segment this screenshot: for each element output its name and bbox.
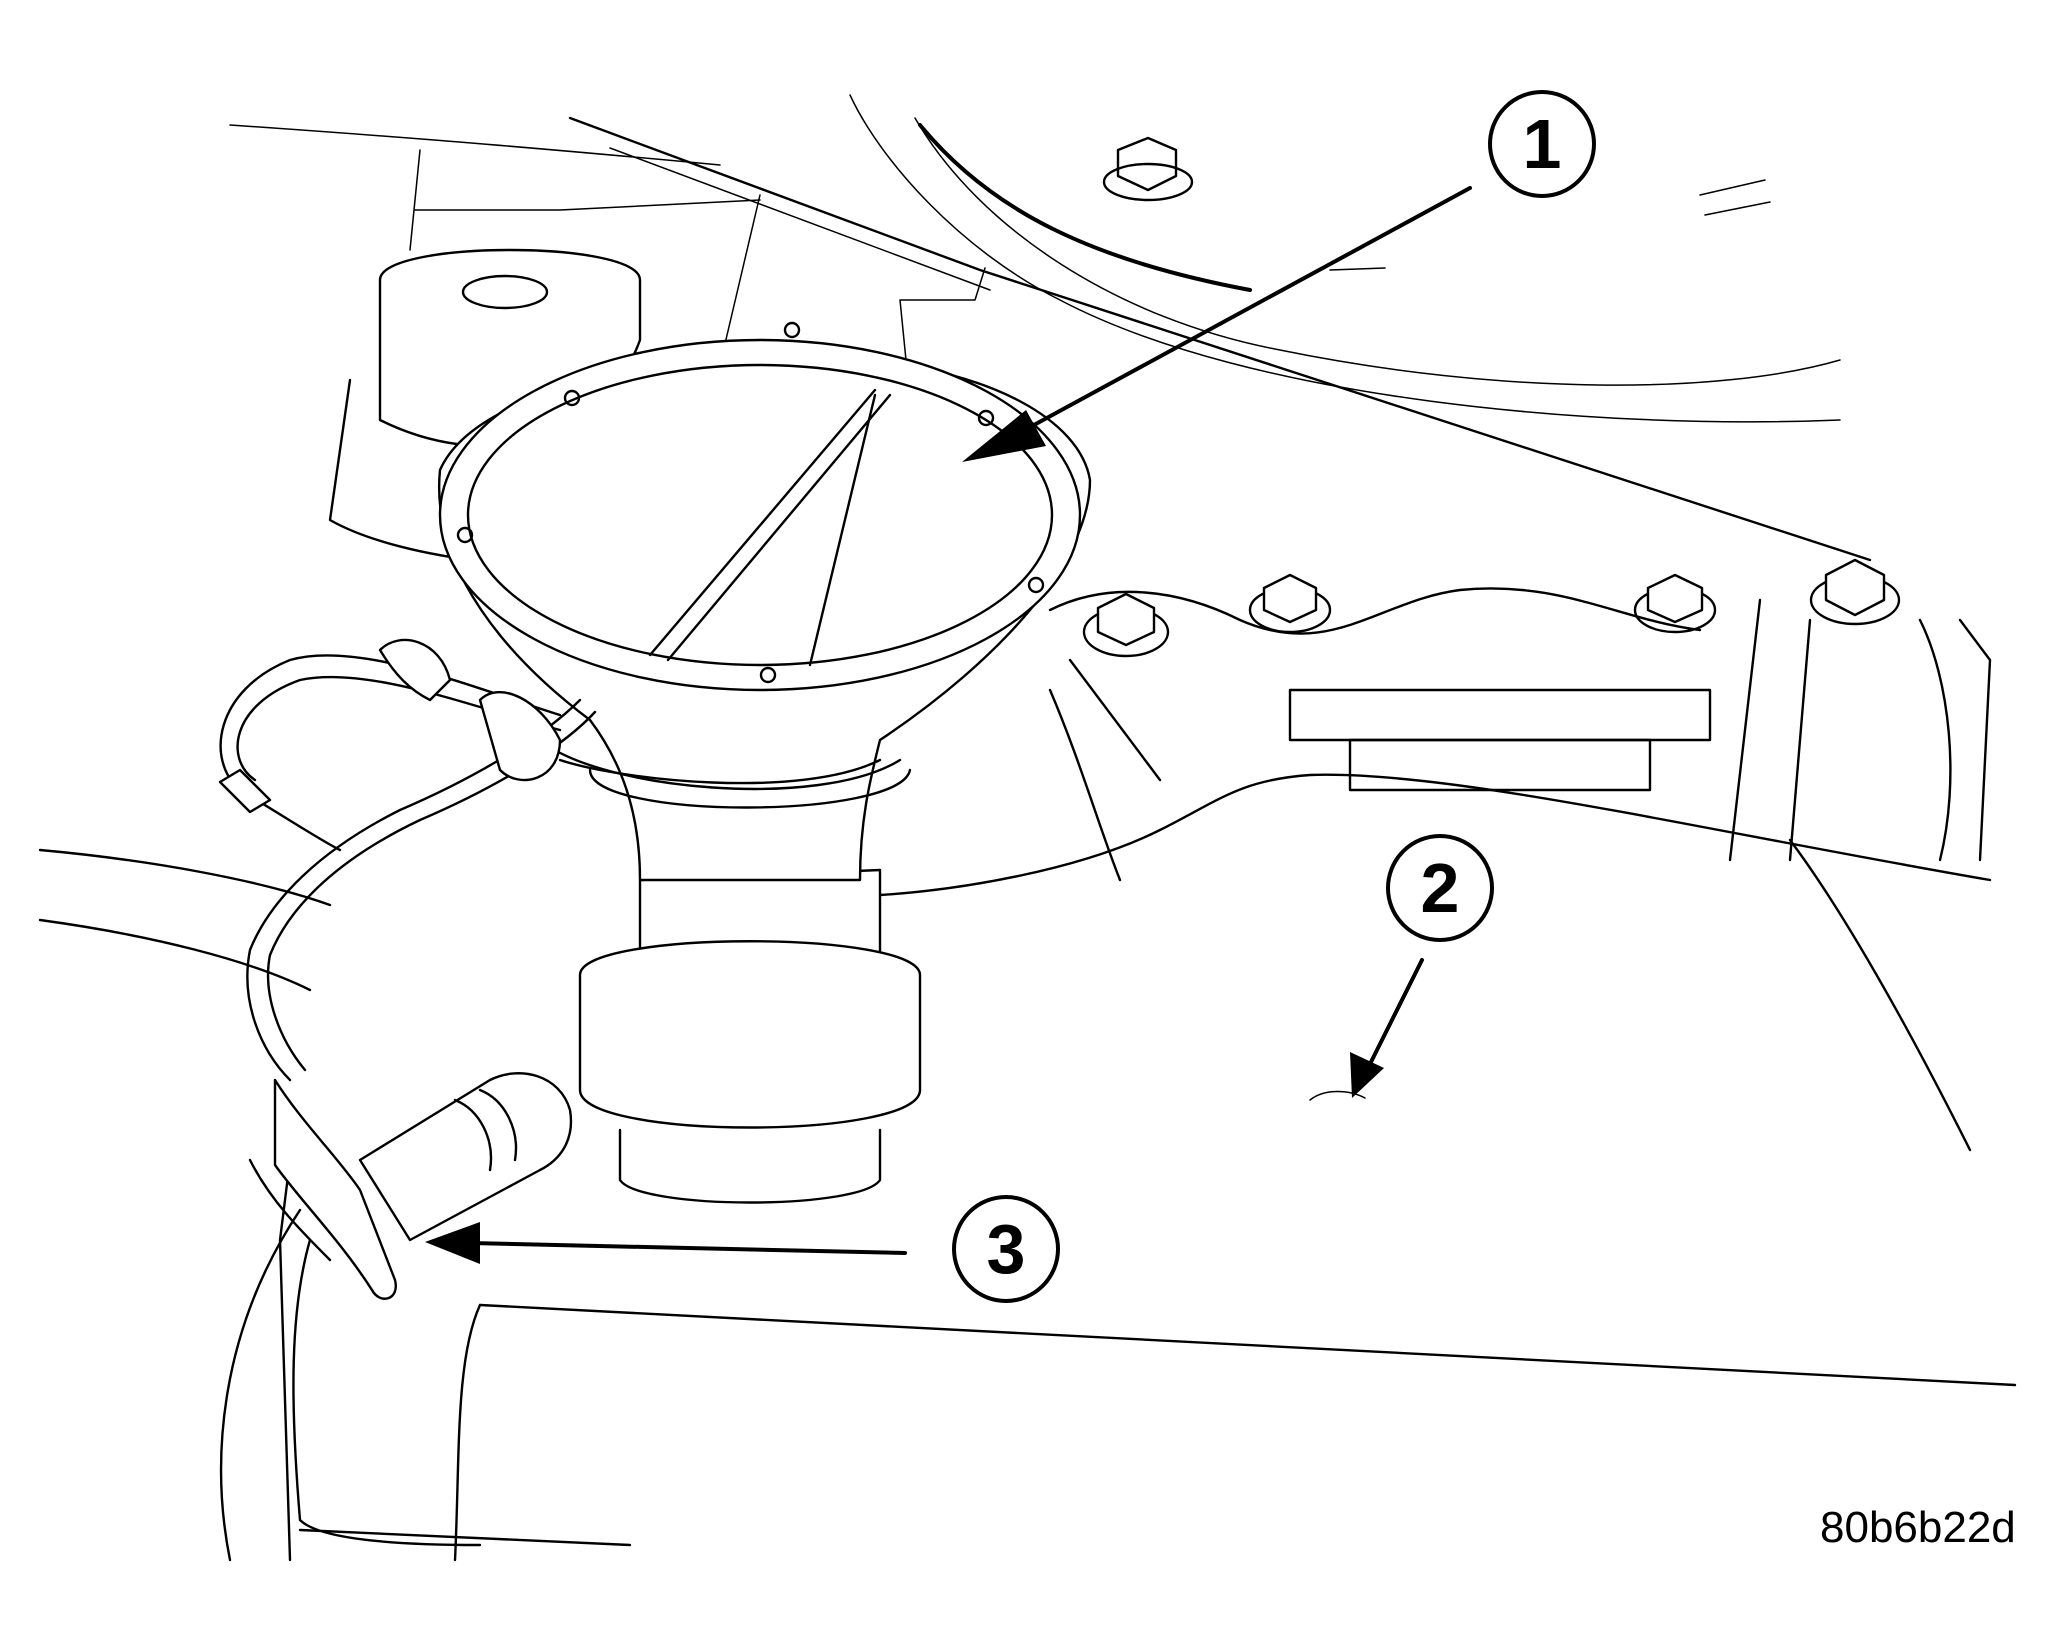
arrow-1-head <box>962 410 1046 462</box>
callout-2: 2 <box>1386 834 1494 942</box>
arrow-1-shaft <box>1008 186 1472 440</box>
arrow-2-head <box>1350 1052 1384 1098</box>
housing-lines <box>229 94 1872 562</box>
callout-3: 3 <box>952 1195 1060 1303</box>
arrow-3-shaft <box>468 1241 907 1255</box>
level-mark <box>1309 1090 1366 1101</box>
arrow-2-shaft <box>1366 958 1424 1070</box>
figure-code: 80b6b22d <box>1820 1503 2016 1552</box>
dipstick-tube <box>248 1072 573 1300</box>
funnel <box>437 321 1092 1204</box>
transmission-case <box>1048 587 1992 882</box>
arrow-3-head <box>425 1222 480 1264</box>
oil-pan <box>38 773 2017 1562</box>
callout-1: 1 <box>1488 90 1596 198</box>
dipstick-wire <box>218 638 902 1082</box>
callout-arrows <box>425 186 1472 1264</box>
bolt-top <box>1102 136 1194 202</box>
bolt-row <box>1082 558 1901 658</box>
